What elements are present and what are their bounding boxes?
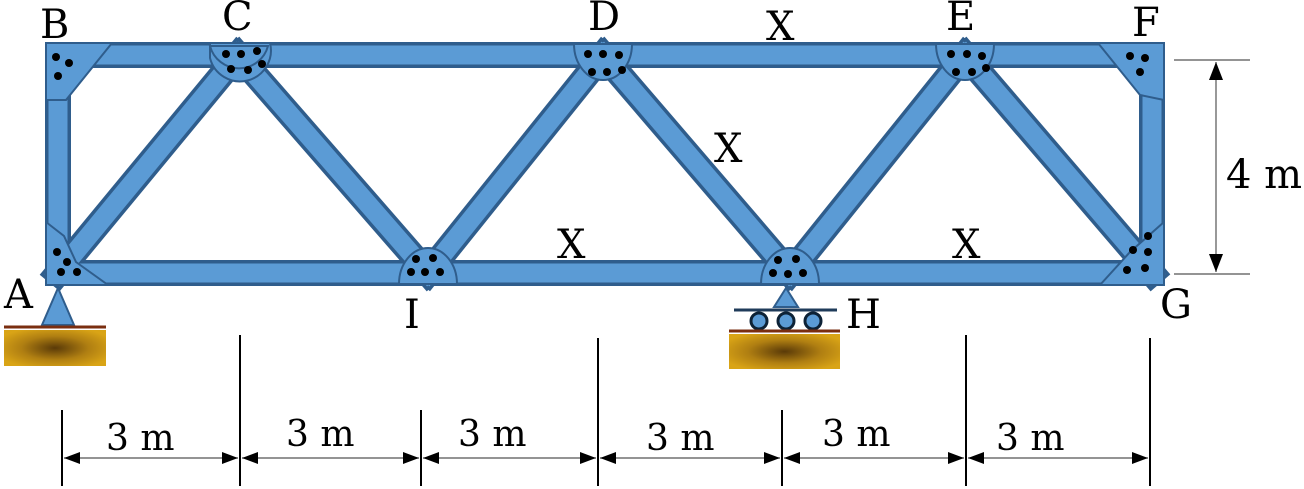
zero-force-marks: X X X X	[557, 4, 981, 268]
roller-support	[729, 286, 840, 369]
member-id	[414, 41, 617, 287]
node-label-c: C	[222, 0, 253, 40]
node-label-g: G	[1160, 282, 1192, 328]
node-label-e: E	[946, 0, 975, 40]
span-label-ci: 3 m	[286, 414, 354, 455]
node-label-d: D	[588, 0, 620, 40]
height-label: 4 m	[1226, 152, 1302, 198]
node-label-i: I	[404, 292, 420, 338]
pin-support	[4, 285, 106, 366]
member-ac	[44, 41, 252, 287]
ground-block-h	[729, 334, 840, 369]
node-label-b: B	[40, 2, 69, 48]
member-he	[776, 41, 979, 287]
zero-force-mark-ih: X	[557, 222, 586, 268]
height-dimension: 4 m	[1174, 59, 1302, 275]
node-label-a: A	[3, 272, 34, 318]
gusset-plates	[45, 42, 1165, 286]
node-label-h: H	[846, 292, 881, 338]
span-label-id: 3 m	[458, 414, 526, 455]
zero-force-mark-hg: X	[952, 222, 981, 268]
span-label-eg: 3 m	[996, 418, 1064, 459]
member-ci	[224, 41, 442, 287]
truss-members	[44, 41, 1166, 287]
gusset-f	[1095, 42, 1165, 102]
span-label-ac: 3 m	[106, 418, 174, 459]
member-dh	[589, 41, 804, 287]
zero-force-mark-de: X	[766, 4, 795, 50]
span-label-he: 3 m	[822, 414, 890, 455]
node-label-f: F	[1132, 0, 1160, 46]
gusset-b	[45, 42, 115, 101]
span-dimensions: 3 m 3 m 3 m 3 m 3 m 3 m	[61, 335, 1151, 486]
node-labels: B C D E F A I H G	[3, 0, 1192, 338]
ground-block-a	[4, 330, 106, 366]
member-eg	[951, 41, 1166, 287]
zero-force-mark-dh: X	[714, 126, 743, 172]
span-label-dh: 3 m	[646, 418, 714, 459]
